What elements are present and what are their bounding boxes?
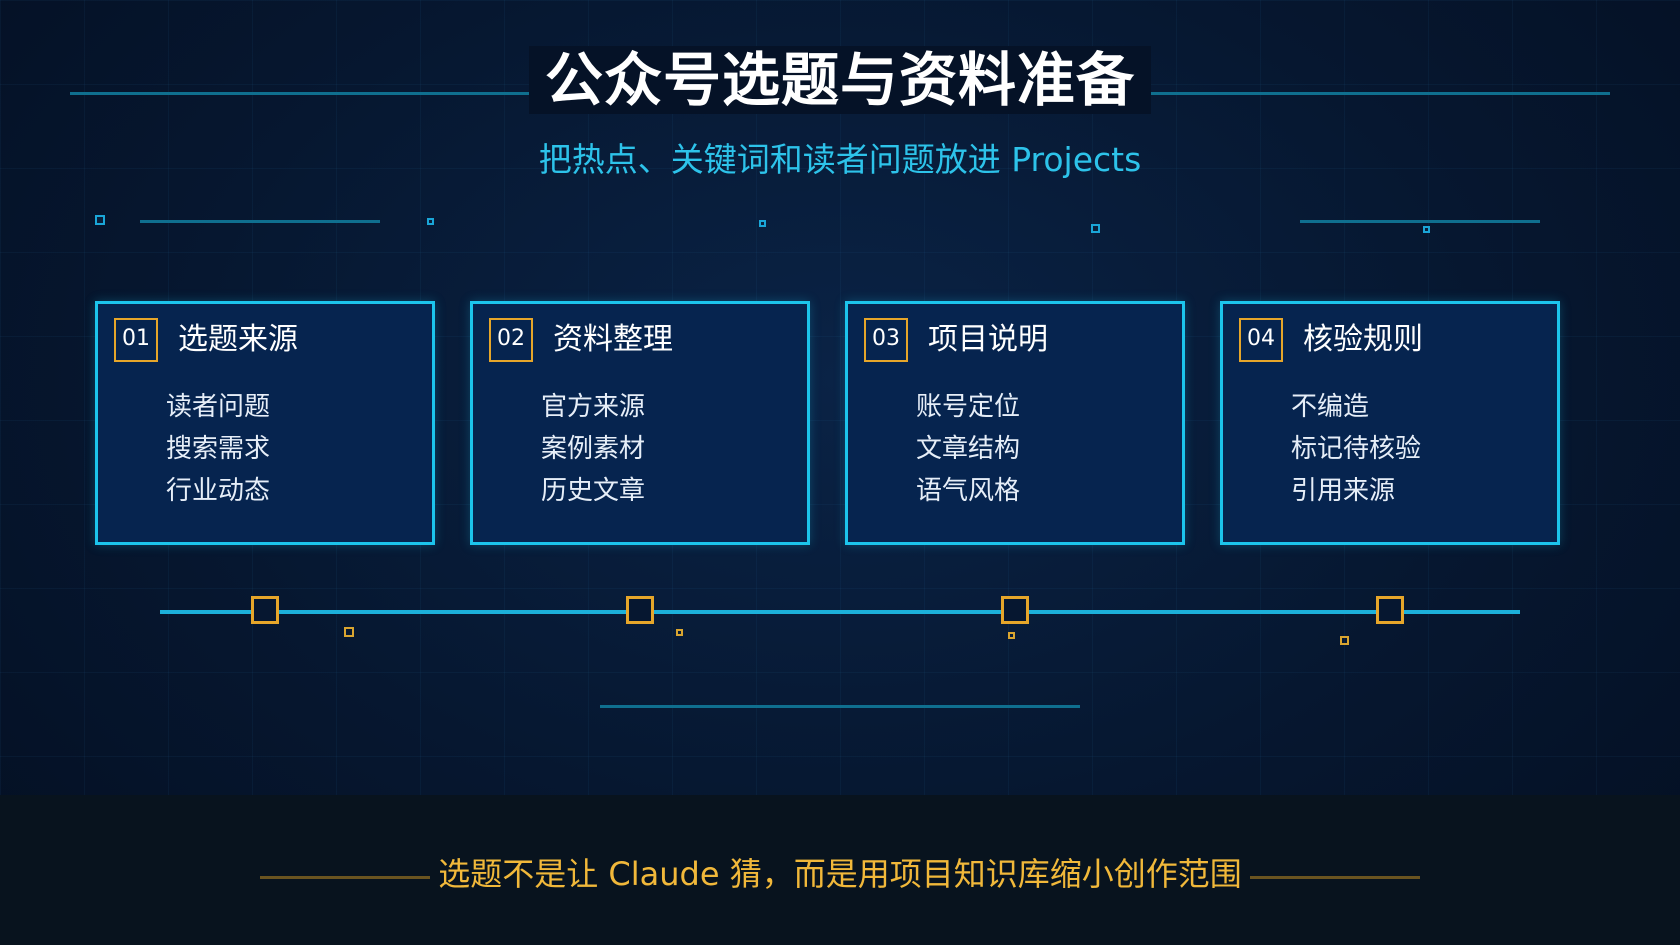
card-item-list: 不编造 标记待核验 引用来源 <box>1291 386 1421 512</box>
timeline-line <box>160 610 1520 614</box>
deco-dot <box>427 218 434 225</box>
deco-dot <box>1091 224 1100 233</box>
card-item: 标记待核验 <box>1291 434 1422 464</box>
card-item-list: 读者问题 搜索需求 行业动态 <box>166 386 270 512</box>
card-number: 01 <box>114 318 158 362</box>
card-project-description: 03 项目说明 账号定位 文章结构 语气风格 <box>845 301 1185 545</box>
deco-line-bottom <box>600 705 1080 708</box>
card-item: 文章结构 <box>916 434 1021 464</box>
timeline-marker <box>626 596 654 624</box>
card-topic-source: 01 选题来源 读者问题 搜索需求 行业动态 <box>95 301 435 545</box>
card-item: 读者问题 <box>166 392 271 422</box>
card-material-organize: 02 资料整理 官方来源 案例素材 历史文章 <box>470 301 810 545</box>
page-title: 公众号选题与资料准备 <box>0 42 1680 118</box>
deco-line-right <box>1300 220 1540 223</box>
card-item: 官方来源 <box>541 392 646 422</box>
card-title: 核验规则 <box>1303 322 1423 357</box>
card-title: 项目说明 <box>928 322 1048 357</box>
card-title: 资料整理 <box>553 322 673 357</box>
timeline-marker <box>1001 596 1029 624</box>
card-item: 不编造 <box>1291 392 1370 422</box>
card-item: 行业动态 <box>166 476 271 506</box>
card-verification-rules: 04 核验规则 不编造 标记待核验 引用来源 <box>1220 301 1560 545</box>
deco-dot <box>1423 226 1430 233</box>
card-item: 引用来源 <box>1291 476 1396 506</box>
card-number: 02 <box>489 318 533 362</box>
footer-note-text: 选题不是让 Claude 猜，而是用项目知识库缩小创作范围 <box>430 855 1250 893</box>
deco-dot <box>676 629 683 636</box>
page-subtitle: 把热点、关键词和读者问题放进 Projects <box>538 140 1142 179</box>
deco-dot <box>759 220 766 227</box>
card-item: 语气风格 <box>916 476 1021 506</box>
card-item-list: 账号定位 文章结构 语气风格 <box>916 386 1020 512</box>
footer-note: 选题不是让 Claude 猜，而是用项目知识库缩小创作范围 <box>0 852 1680 896</box>
deco-dot <box>95 215 105 225</box>
deco-line-left <box>140 220 380 223</box>
card-title: 选题来源 <box>178 322 298 357</box>
card-item: 案例素材 <box>541 434 646 464</box>
card-number: 03 <box>864 318 908 362</box>
card-number: 04 <box>1239 318 1283 362</box>
deco-dot <box>1340 636 1349 645</box>
card-item: 账号定位 <box>916 392 1021 422</box>
page-title-text: 公众号选题与资料准备 <box>528 46 1151 114</box>
card-item: 历史文章 <box>541 476 646 506</box>
card-item-list: 官方来源 案例素材 历史文章 <box>541 386 645 512</box>
timeline-marker <box>1376 596 1404 624</box>
deco-dot <box>344 627 354 637</box>
timeline-marker <box>251 596 279 624</box>
card-item: 搜索需求 <box>166 434 271 464</box>
deco-dot <box>1008 632 1015 639</box>
